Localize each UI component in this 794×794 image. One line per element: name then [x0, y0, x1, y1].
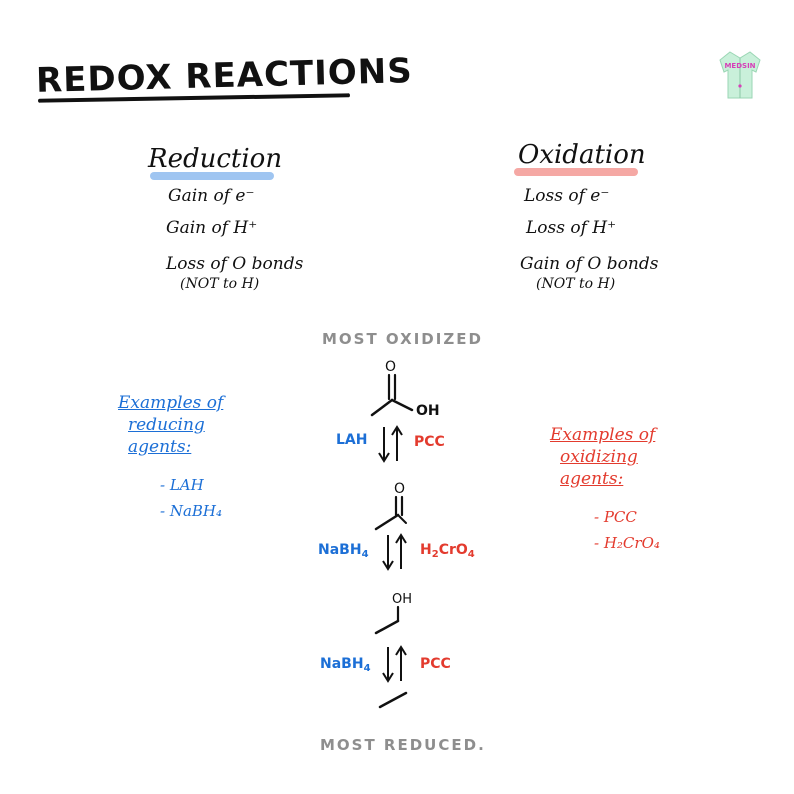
logo-text: MEDSIN — [724, 62, 756, 70]
oxidizing-heading-line-2: oxidizing — [560, 447, 638, 467]
step-2-oxidizing-agent: H2CrO4 — [420, 542, 475, 560]
alcohol-oh-label: OH — [392, 592, 412, 607]
reducing-agents-block: Examples of reducing agents: — [118, 392, 223, 458]
logo: MEDSIN — [716, 48, 764, 100]
oxidizing-item-2: - H₂CrO₄ — [594, 534, 660, 552]
arrow-pair-3 — [382, 645, 407, 683]
reducing-heading-line-2: reducing — [128, 415, 205, 435]
reducing-heading-line-3: agents: — [128, 437, 192, 457]
oxidation-line-3: Gain of O bonds — [520, 254, 659, 274]
oxidation-line-1: Loss of e⁻ — [524, 186, 610, 206]
oxidation-heading: Oxidation — [518, 140, 646, 170]
acid-oh-label: OH — [416, 403, 440, 419]
reduction-heading: Reduction — [148, 144, 283, 174]
reducing-item-2: - NaBH₄ — [160, 502, 223, 520]
reduction-highlight — [150, 172, 274, 180]
acid-bond-1 — [370, 398, 394, 417]
reducing-item-1: - LAH — [160, 476, 204, 494]
oxidizing-agents-block: Examples of oxidizing agents: — [550, 424, 655, 490]
alkane-structure — [378, 691, 408, 709]
reduction-line-2: Gain of H⁺ — [166, 218, 258, 238]
aldehyde-o-label: O — [394, 481, 405, 497]
oxidizing-heading-line-3: agents: — [560, 469, 624, 489]
oxidation-highlight — [514, 168, 638, 176]
step-1-oxidizing-agent: PCC — [414, 434, 445, 450]
arrow-pair-1 — [378, 425, 403, 463]
step-3-oxidizing-agent: PCC — [420, 656, 451, 672]
alcohol-structure: OH — [374, 592, 412, 635]
oxidizing-heading-line-1: Examples of — [550, 425, 656, 445]
aldehyde-structure: O — [374, 481, 407, 531]
reduction-note: (NOT to H) — [180, 276, 260, 292]
oxidation-line-2: Loss of H⁺ — [526, 218, 617, 238]
lab-coat-icon — [719, 51, 761, 99]
reaction-diagram: O OH O OH — [370, 359, 440, 709]
acid-o-label: O — [385, 359, 396, 375]
page-title: REDOX REACTIONS — [35, 51, 414, 101]
reduction-line-3: Loss of O bonds — [166, 254, 304, 274]
step-1-reducing-agent: LAH — [336, 432, 368, 448]
oxidizing-item-1: - PCC — [594, 508, 637, 526]
step-3-reducing-agent: NaBH4 — [320, 656, 371, 674]
most-oxidized-label: MOST OXIDIZED — [322, 330, 483, 348]
oxidation-note: (NOT to H) — [536, 276, 616, 292]
reduction-line-1: Gain of e⁻ — [168, 186, 255, 206]
step-2-reducing-agent: NaBH4 — [318, 542, 369, 560]
reducing-heading-line-1: Examples of — [118, 393, 224, 413]
arrow-pair-2 — [382, 533, 407, 571]
most-reduced-label: MOST REDUCED. — [320, 736, 486, 754]
carboxylic-acid-structure: O OH — [370, 359, 440, 419]
acid-bond-2 — [390, 398, 414, 412]
